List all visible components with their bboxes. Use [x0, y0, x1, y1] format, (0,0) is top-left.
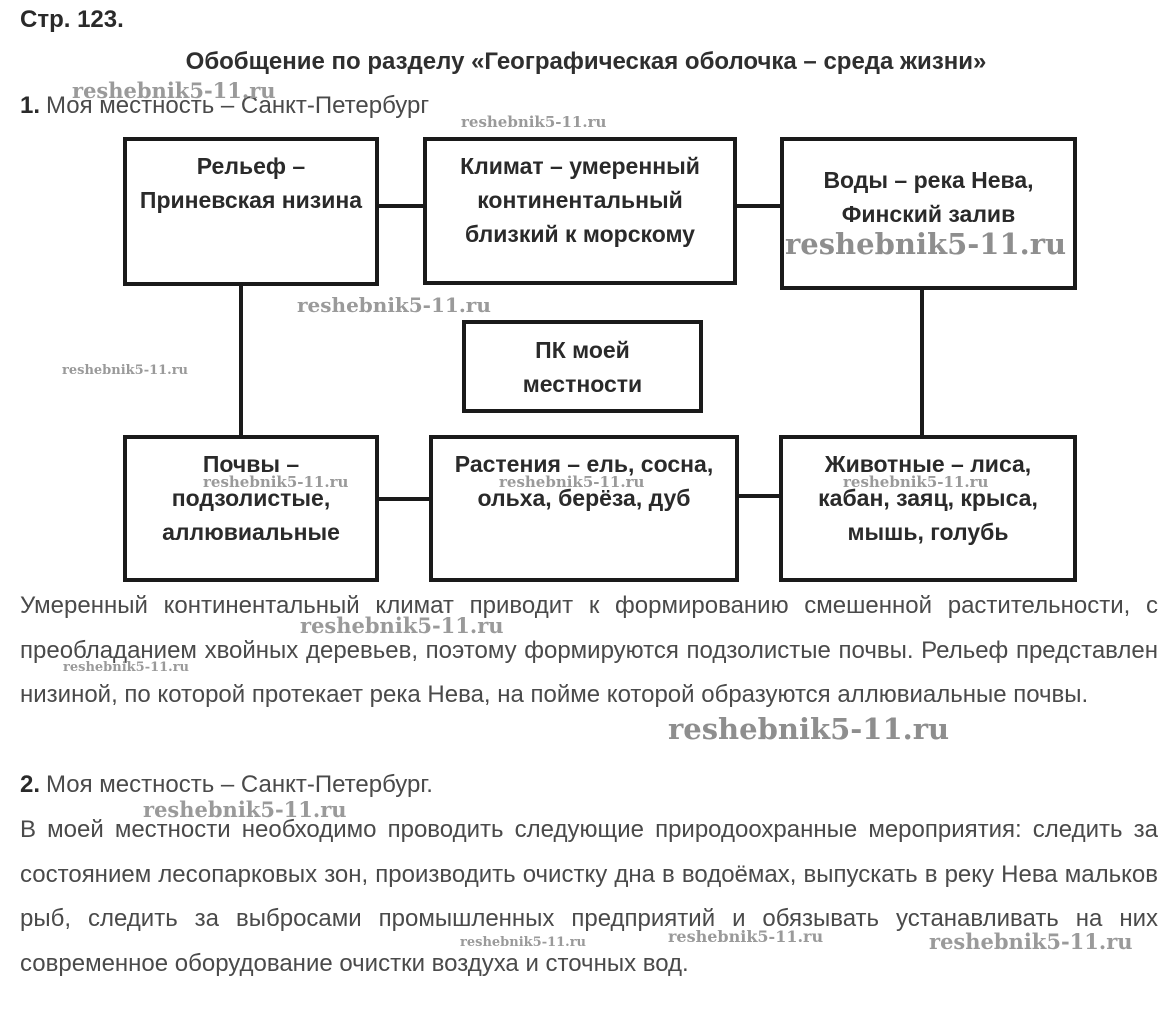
task-2-text: Моя местность – Санкт-Петербург.: [46, 771, 433, 798]
connector-soils-plants: [376, 497, 432, 501]
animals-text: Животные – лиса, кабан, заяц, крыса, мыш…: [818, 451, 1038, 545]
page-label: Стр. 123.: [20, 6, 124, 33]
soils-text: Почвы – подзолистые, аллювиальные: [162, 451, 340, 545]
waters-box: Воды – река Нева, Финский залив: [780, 137, 1077, 290]
plants-box: Растения – ель, сосна, ольха, берёза, ду…: [429, 435, 739, 582]
task-2-number: 2.: [20, 771, 41, 798]
climate-text: Климат – умеренный континентальный близк…: [460, 153, 700, 247]
soils-box: Почвы – подзолистые, аллювиальные: [123, 435, 379, 582]
paragraph-2: В моей местности необходимо проводить сл…: [20, 816, 1158, 977]
connector-climate-waters: [734, 204, 784, 208]
climate-box: Климат – умеренный континентальный близк…: [423, 137, 737, 285]
center-box: ПК моей местности: [462, 320, 703, 413]
task-1-line: 1.Моя местность – Санкт-Петербург: [20, 92, 429, 120]
connector-relief-soils: [239, 283, 243, 438]
connector-waters-animals: [920, 287, 924, 438]
task-2-line: 2.Моя местность – Санкт-Петербург.: [20, 771, 433, 799]
paragraph-1: Умеренный континентальный климат приводи…: [20, 592, 1158, 708]
task-1-number: 1.: [20, 92, 41, 119]
plants-text: Растения – ель, сосна, ольха, берёза, ду…: [454, 451, 714, 511]
pk-diagram: Рельеф – Приневская низина Климат – умер…: [123, 137, 1077, 582]
connector-relief-climate: [376, 204, 426, 208]
relief-text: Рельеф – Приневская низина: [139, 153, 363, 213]
section-heading: Обобщение по разделу «Географическая обо…: [185, 48, 987, 75]
connector-plants-animals: [736, 494, 782, 498]
task-1-text: Моя местность – Санкт-Петербург: [46, 92, 430, 119]
center-text: ПК моей местности: [522, 336, 643, 397]
waters-text: Воды – река Нева, Финский залив: [823, 167, 1034, 227]
relief-box: Рельеф – Приневская низина: [123, 137, 379, 286]
animals-box: Животные – лиса, кабан, заяц, крыса, мыш…: [779, 435, 1077, 582]
